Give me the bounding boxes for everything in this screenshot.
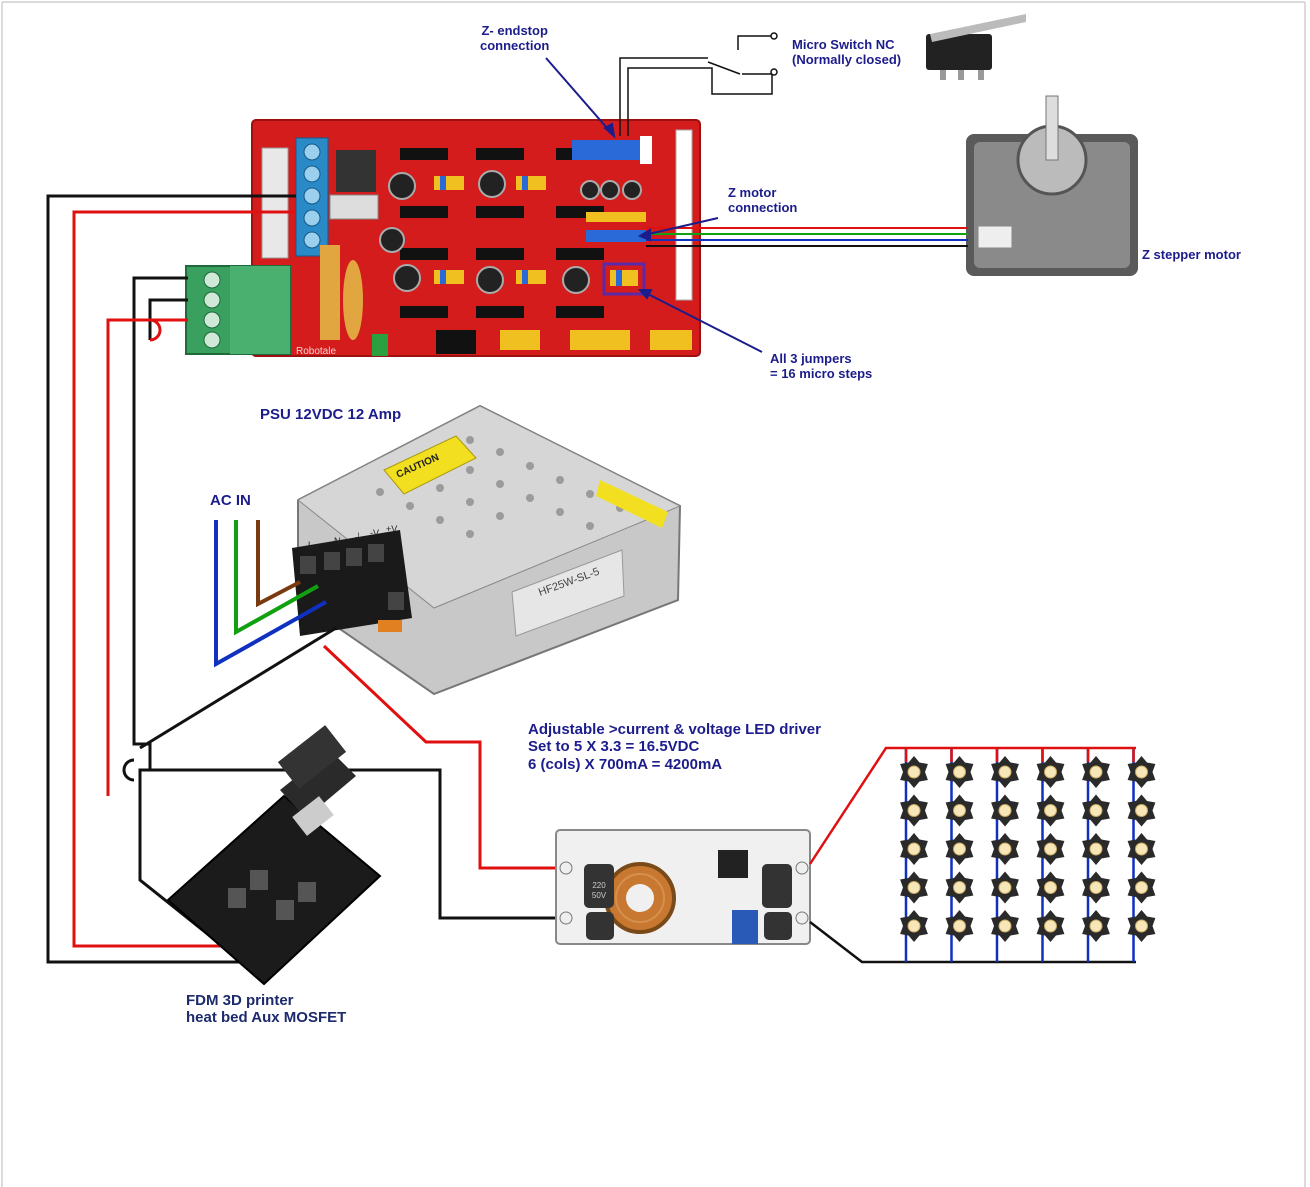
led-emitter <box>998 919 1012 933</box>
psu-terminal-ground: ⏚ <box>354 532 363 542</box>
led-emitter <box>953 919 966 933</box>
led-emitter <box>1044 765 1057 779</box>
led-emitter <box>1135 881 1148 894</box>
led-emitter <box>1044 881 1057 894</box>
cap-mark-220: 220 <box>592 881 606 890</box>
led-emitter <box>907 919 921 933</box>
annotation-arrows <box>545 57 763 353</box>
led-emitter <box>1089 765 1103 779</box>
led-array <box>900 748 1156 962</box>
led-output-wires <box>808 746 1136 964</box>
micro-switch-label: Micro Switch NC(Normally closed) <box>792 37 902 67</box>
psu-terminal-minus-v: -V <box>370 528 379 538</box>
led-emitter <box>907 765 921 779</box>
board-brand-text: Robotale <box>296 346 336 357</box>
led-emitter <box>1044 804 1057 817</box>
led-emitter <box>998 842 1012 856</box>
psu-label: PSU 12VDC 12 Amp <box>260 406 402 423</box>
psu: CAUTION L N ⏚ -V +V HF25W-SL-5 <box>292 404 682 696</box>
led-emitter <box>1089 919 1103 933</box>
ramps-board: Robotale <box>251 119 701 357</box>
led-emitter <box>998 765 1012 779</box>
led-emitter <box>1044 919 1057 933</box>
led-emitter <box>1089 804 1103 817</box>
ac-in-label: AC IN <box>210 492 251 509</box>
switch-schematic <box>619 32 778 136</box>
z-motor-wires <box>646 227 968 247</box>
z-stepper-motor-label: Z stepper motor <box>1142 247 1241 262</box>
heat-bed-mosfet <box>166 725 382 986</box>
psu-terminal-plus-v: +V <box>386 524 397 534</box>
psu-terminal-n: N <box>334 536 341 546</box>
led-emitter <box>953 881 966 894</box>
led-emitter <box>1135 919 1148 933</box>
led-emitter <box>1089 881 1103 894</box>
led-emitter <box>907 804 921 817</box>
led-driver-module: 220 50V <box>555 829 811 945</box>
led-emitter <box>1135 804 1148 817</box>
jumpers-label: All 3 jumpers= 16 micro steps <box>770 351 873 381</box>
psu-terminal-l: L <box>308 540 313 550</box>
led-emitter <box>953 804 966 817</box>
z-stepper-motor <box>966 95 1138 276</box>
power-terminal-block <box>185 265 291 355</box>
led-emitter <box>998 881 1012 894</box>
led-emitter <box>953 842 966 856</box>
led-emitter <box>907 881 921 894</box>
led-emitter <box>907 842 921 856</box>
led-emitter <box>1044 842 1057 856</box>
led-emitter <box>1135 765 1148 779</box>
led-emitter <box>1089 842 1103 856</box>
micro-switch <box>926 14 1026 80</box>
cap-mark-50v: 50V <box>592 891 607 900</box>
led-emitter <box>953 765 966 779</box>
led-emitter <box>1135 842 1148 856</box>
ac-in-wires <box>214 520 327 668</box>
led-emitter <box>998 804 1012 817</box>
led-driver-label: Adjustable >current & voltage LED driver… <box>528 721 821 773</box>
